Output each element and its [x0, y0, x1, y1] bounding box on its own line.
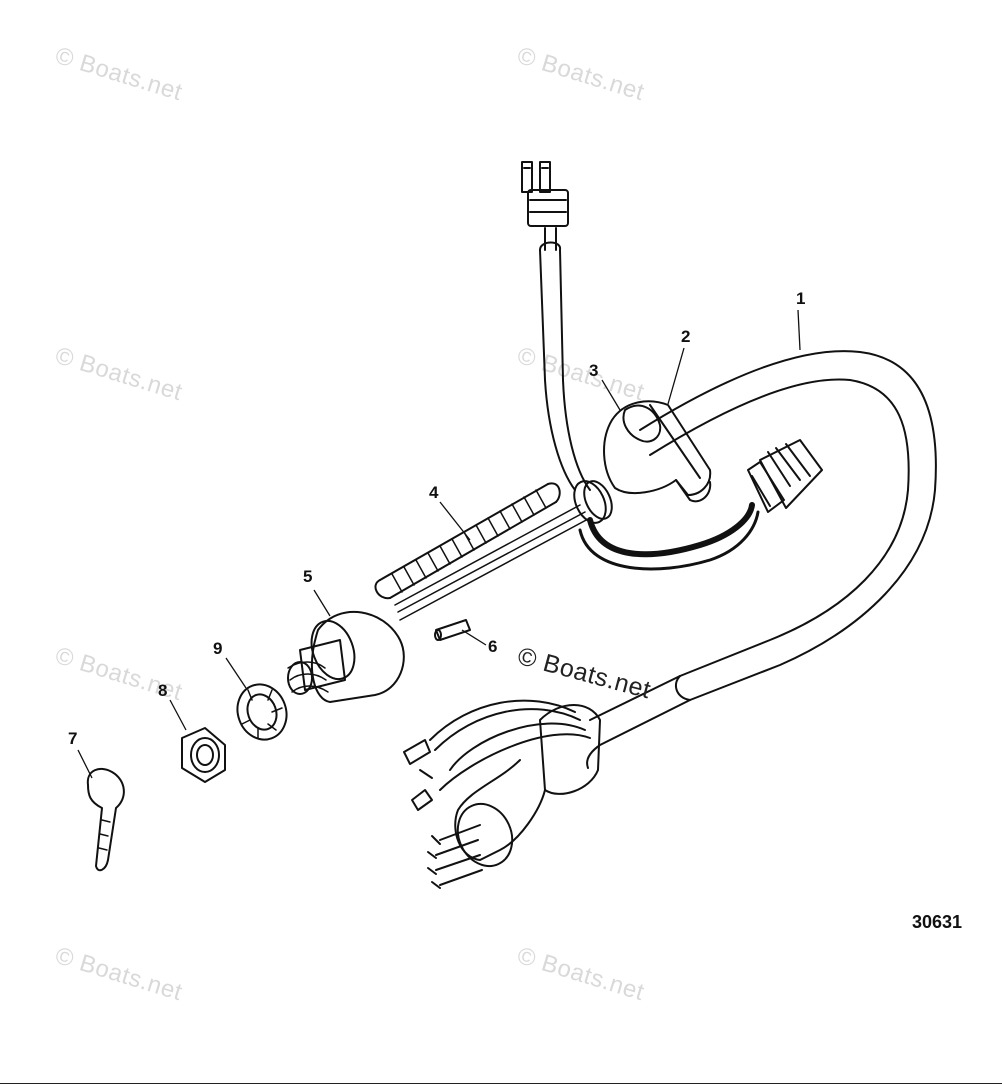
ignition-switch — [287, 611, 405, 703]
upper-connector-lead — [521, 161, 591, 491]
lock-washer — [236, 683, 288, 741]
callout-4: 4 — [429, 483, 439, 502]
figure-number: 30631 — [912, 912, 963, 932]
callout-2: 2 — [681, 327, 691, 346]
lower-connector-plug — [427, 704, 601, 889]
junction-grommet — [573, 480, 613, 524]
leader-lines — [77, 309, 801, 779]
hex-nut — [181, 727, 226, 783]
callout-1: 1 — [796, 289, 806, 308]
callout-9: 9 — [213, 639, 223, 658]
harness-clip — [603, 400, 712, 503]
callout-7: 7 — [68, 729, 78, 748]
callout-6: 6 — [488, 637, 498, 656]
callout-8: 8 — [158, 681, 168, 700]
lower-connector-leads — [403, 699, 591, 811]
ignition-key — [86, 767, 125, 872]
side-connector-wire — [578, 510, 760, 571]
side-connector-wire — [587, 502, 755, 558]
callout-5: 5 — [303, 567, 313, 586]
main-harness-cable — [586, 350, 937, 769]
callout-3: 3 — [589, 361, 599, 380]
convoluted-sleeve — [374, 482, 591, 621]
pin — [434, 619, 471, 641]
bottom-rule — [0, 1083, 1002, 1084]
side-connector — [747, 439, 823, 513]
